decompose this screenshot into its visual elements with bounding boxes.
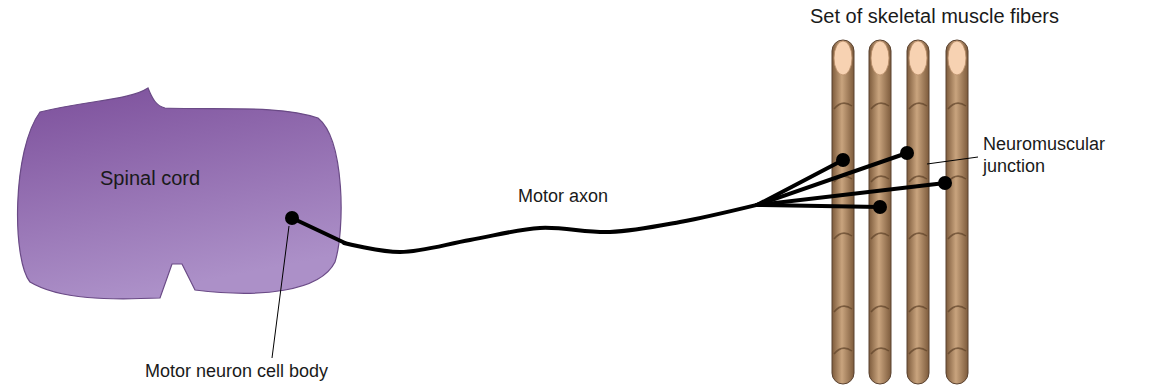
fiber-striation <box>871 176 889 182</box>
fiber-end <box>948 41 966 75</box>
fiber-striation <box>948 306 966 312</box>
fiber-end <box>909 41 927 75</box>
spinal-cord: Spinal cord <box>12 86 344 304</box>
fiber-end <box>834 41 852 75</box>
group-heading: Set of skeletal muscle fibers <box>810 4 1059 28</box>
fiber-striation <box>871 306 889 312</box>
junction-dot <box>836 153 850 167</box>
fiber-striation <box>871 233 889 239</box>
fiber-striation <box>834 233 852 239</box>
junction-dot <box>873 200 887 214</box>
fiber-striation <box>871 103 889 109</box>
leader-line <box>272 226 289 358</box>
muscle-fiber <box>946 40 968 384</box>
fiber-striation <box>834 306 852 312</box>
cell-body-dot <box>285 211 299 225</box>
structure-label: Spinal cord <box>100 166 200 190</box>
junction-dot <box>938 176 952 190</box>
fiber-striation <box>909 233 927 239</box>
muscle-fiber <box>907 40 929 384</box>
muscle-fiber <box>869 40 891 384</box>
fiber-striation <box>909 348 927 354</box>
motor-axon <box>344 205 757 252</box>
fiber-striation <box>871 348 889 354</box>
muscle-fiber-illustration <box>757 4 1157 388</box>
muscle-fiber <box>832 40 854 384</box>
fiber-striation <box>834 103 852 109</box>
fiber-striation <box>948 348 966 354</box>
edge-label: Motor axon <box>518 186 608 208</box>
junction-dot <box>900 146 914 160</box>
muscle-fiber-set: Set of skeletal muscle fibers <box>757 4 1157 388</box>
fiber-striation <box>909 176 927 182</box>
leader-line <box>927 157 978 164</box>
cell-body-label: Motor neuron cell body <box>145 361 425 383</box>
spinal-cord-outline <box>18 88 342 299</box>
axon-branch <box>757 205 880 207</box>
spinal-cord-shape <box>12 86 344 304</box>
junction-label: Neuromuscular junction <box>983 134 1155 177</box>
fiber-striation <box>834 348 852 354</box>
fiber-striation <box>909 103 927 109</box>
fiber-end <box>871 41 889 75</box>
fiber-striation <box>948 233 966 239</box>
axon-start <box>292 218 345 243</box>
fiber-striation <box>909 306 927 312</box>
axon-branch <box>757 183 945 205</box>
fiber-striation <box>948 103 966 109</box>
